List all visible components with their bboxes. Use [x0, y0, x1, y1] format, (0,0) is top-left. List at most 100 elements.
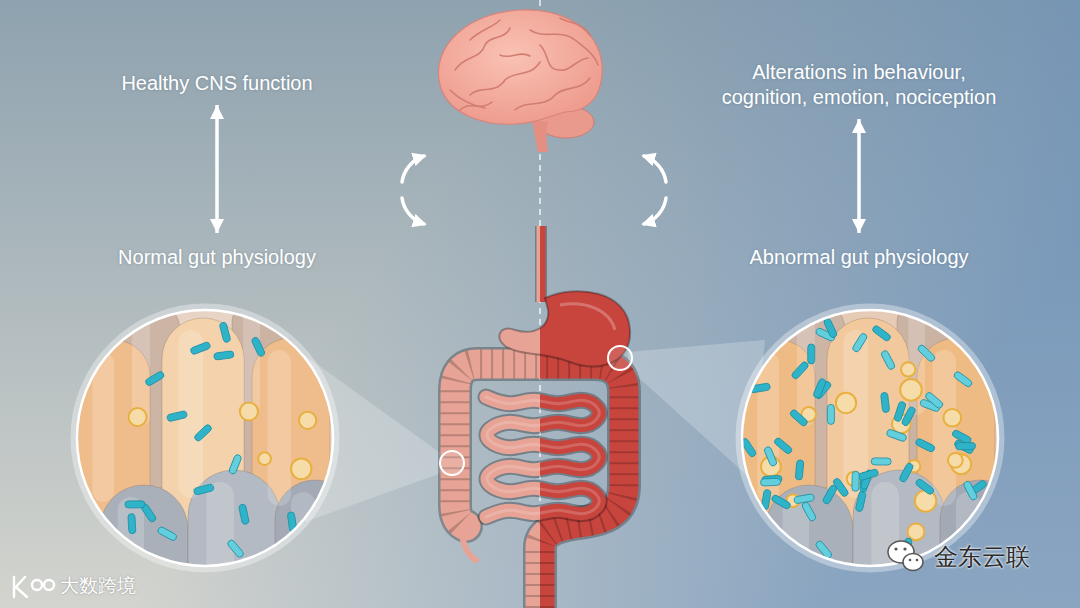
- gyrus: [540, 45, 588, 70]
- bacterium: [794, 494, 815, 504]
- bacterium: [899, 462, 915, 483]
- gyrus: [515, 78, 590, 110]
- chat-eye: [909, 559, 912, 562]
- bacterium: [190, 341, 211, 355]
- magnifier-ring: [77, 310, 333, 566]
- bacterium: [193, 484, 214, 496]
- watermark-text: 大数跨境: [60, 573, 136, 599]
- bacterium: [789, 409, 809, 427]
- bacterium: [917, 344, 936, 363]
- gyrus: [455, 28, 510, 70]
- villus-highlight: [243, 307, 260, 415]
- brain-stem: [532, 120, 548, 152]
- caption-node: Alterations in behaviour, cognition, emo…: [713, 60, 1005, 110]
- brain: [438, 10, 602, 152]
- double-arrow: [215, 105, 219, 233]
- immune-cell: [836, 393, 856, 413]
- bacterium: [193, 423, 212, 442]
- double-arrow: [857, 119, 861, 233]
- zoom-spot: [440, 451, 464, 475]
- bacterium: [893, 401, 906, 422]
- bacterium: [144, 370, 165, 386]
- cycle-arrow: [644, 198, 666, 224]
- logo-mark: [14, 577, 54, 597]
- immune-cell: [915, 490, 936, 511]
- villus: [188, 470, 280, 608]
- immune-cell: [908, 523, 925, 540]
- caption-node: Healthy CNS function: [117, 71, 316, 96]
- gyrus: [500, 54, 530, 56]
- chat-eye: [894, 547, 897, 550]
- immune-cell: [299, 412, 316, 429]
- bacterium: [791, 361, 810, 380]
- magnifier-glow: [74, 307, 336, 569]
- bacterium: [801, 501, 817, 522]
- bacterium: [813, 378, 827, 399]
- bacterium: [955, 442, 975, 449]
- cycle-arrow: [402, 198, 424, 224]
- villus-highlight: [268, 350, 291, 506]
- villus: [853, 470, 945, 608]
- bacterium: [763, 446, 777, 467]
- node-text: Alterations in behaviour, cognition, emo…: [717, 60, 1001, 110]
- bacterium: [167, 410, 188, 421]
- node-text: Healthy CNS function: [121, 71, 312, 96]
- bacterium: [832, 477, 849, 497]
- immune-cell: [943, 409, 961, 427]
- cerebrum: [438, 10, 602, 124]
- gut-healthy: [455, 226, 540, 608]
- bacterium: [880, 350, 895, 371]
- bacterium: [823, 318, 838, 339]
- zoom-spot: [608, 346, 632, 370]
- bacterium: [855, 491, 866, 512]
- gut-inflamed-half: [540, 226, 630, 608]
- immune-cell: [291, 459, 312, 480]
- bacterium: [881, 392, 890, 413]
- bacterium: [827, 404, 834, 424]
- bacterium: [871, 325, 891, 343]
- cycle-arrows: [402, 156, 666, 224]
- immune-cell: [240, 402, 258, 420]
- chat-eye: [903, 547, 906, 550]
- bacterium: [924, 391, 944, 409]
- wechat-icon: [888, 541, 923, 571]
- bacterium: [871, 458, 891, 465]
- gyrus: [470, 20, 500, 40]
- bacterium: [886, 429, 907, 442]
- bacterium: [852, 471, 860, 491]
- bacterium: [773, 437, 793, 455]
- magnified-normal-gut: [70, 295, 355, 608]
- immune-cell: [901, 362, 915, 376]
- bacterium: [228, 454, 242, 475]
- gyrus: [460, 102, 492, 110]
- logo-stroke: [14, 577, 27, 597]
- bacterium: [795, 460, 804, 481]
- bacterium: [915, 478, 935, 495]
- bacterium: [125, 501, 145, 508]
- bacterium: [226, 539, 244, 559]
- chat-eye: [916, 559, 919, 562]
- logo-ring: [44, 580, 54, 590]
- bacterium: [915, 438, 936, 453]
- gyrus: [470, 62, 540, 95]
- chat-bubble: [903, 554, 923, 571]
- immune-cell: [900, 379, 922, 401]
- caption-node: Normal gut physiology: [114, 245, 320, 270]
- bacterium: [771, 494, 792, 510]
- gyrus: [560, 18, 590, 35]
- bacterium: [822, 484, 838, 505]
- bacterium: [852, 332, 868, 353]
- magnifier-ring: [742, 310, 998, 566]
- bacterium: [953, 371, 973, 388]
- immune-cell: [258, 452, 271, 465]
- villus: [765, 485, 853, 608]
- logo-ring: [32, 580, 42, 590]
- cycle-arrow: [644, 156, 666, 182]
- bacterium: [760, 478, 780, 486]
- bacterium: [238, 504, 249, 525]
- node-text: Normal gut physiology: [118, 245, 316, 270]
- villus-highlight: [92, 352, 114, 502]
- bacterium: [963, 480, 978, 501]
- brain-gyri: [450, 18, 598, 110]
